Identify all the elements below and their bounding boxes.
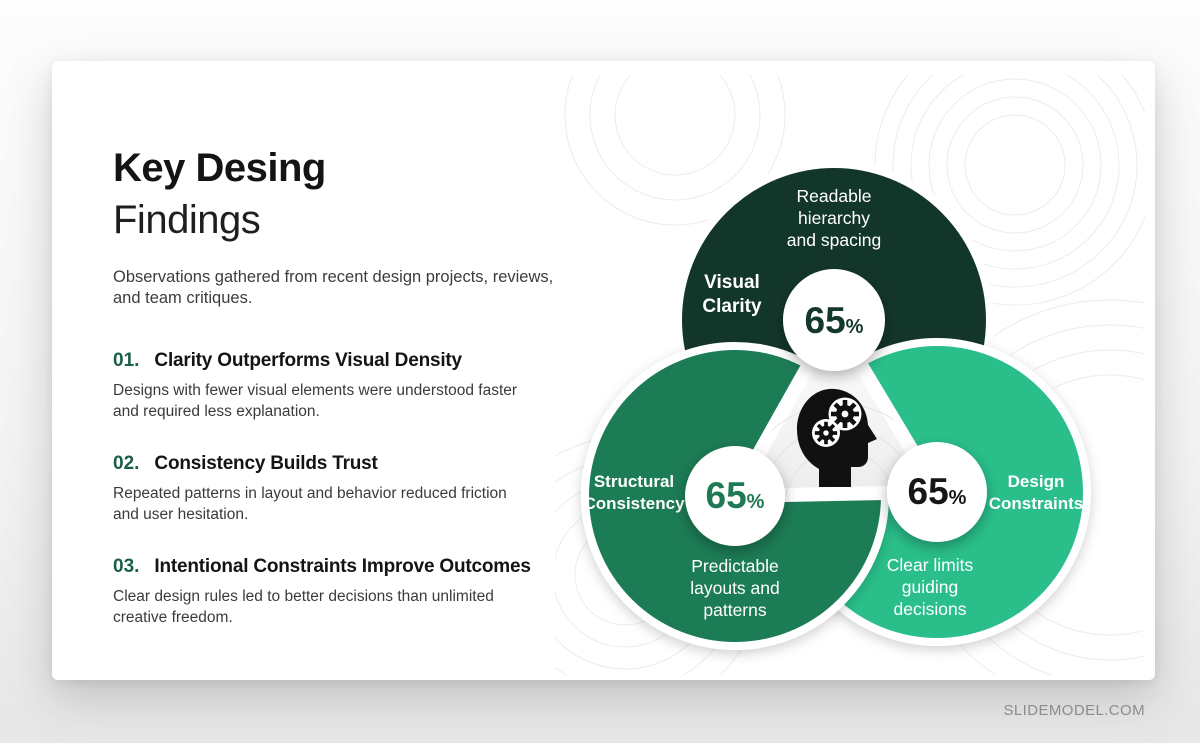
badge-visual-clarity: 65% <box>783 269 885 371</box>
finding-item-2: 02. Consistency Builds Trust Repeated pa… <box>113 453 613 525</box>
percent-sign: % <box>747 491 765 513</box>
slidemodel-watermark: SLIDEMODEL.COM <box>1003 702 1145 719</box>
finding-body: Repeated patterns in layout and behavior… <box>113 485 507 524</box>
svg-text:65%: 65% <box>805 300 864 341</box>
slide-header: Key Desing Findings Observations gathere… <box>113 146 613 310</box>
circle-name-line: Consistency <box>583 494 685 513</box>
circle-name-line: Constraints <box>989 494 1083 513</box>
finding-number: 03. <box>113 556 140 577</box>
finding-item-3: 03. Intentional Constraints Improve Outc… <box>113 556 613 628</box>
finding-number: 02. <box>113 453 140 474</box>
percent-value: 65 <box>706 475 747 516</box>
caption-line: patterns <box>703 600 766 620</box>
badge-design-constraints: 65% <box>887 442 987 542</box>
percent-value: 65 <box>805 300 846 341</box>
svg-text:65%: 65% <box>908 471 967 512</box>
venn-diagram: Readable hierarchy and spacing Visual Cl… <box>555 75 1145 675</box>
percent-sign: % <box>949 487 967 509</box>
caption-line: Predictable <box>691 556 779 576</box>
head-with-gears-icon <box>797 388 877 487</box>
slide: Key Desing Findings Observations gathere… <box>52 61 1155 680</box>
circle-name-line: Clarity <box>702 296 762 317</box>
finding-body: Designs with fewer visual elements were … <box>113 382 518 421</box>
finding-item-1: 01. Clarity Outperforms Visual Density D… <box>113 350 613 422</box>
finding-title: Clarity Outperforms Visual Density <box>154 350 462 371</box>
slide-title-bold: Key Desing <box>113 146 326 190</box>
finding-number: 01. <box>113 350 140 371</box>
finding-title: Intentional Constraints Improve Outcomes <box>154 556 531 577</box>
caption-line: guiding <box>902 577 958 597</box>
caption-line: layouts and <box>690 578 780 598</box>
caption-line: hierarchy <box>798 208 870 228</box>
badge-structural-consistency: 65% <box>685 446 785 546</box>
circle-name-line: Design <box>1008 472 1065 491</box>
caption-line: and spacing <box>787 230 881 250</box>
caption-line: Readable <box>797 186 872 206</box>
caption-line: decisions <box>894 599 967 619</box>
slide-title-light: Findings <box>113 197 261 242</box>
circle-name-line: Visual <box>704 272 760 293</box>
slide-subtitle: Observations gathered from recent design… <box>113 267 554 308</box>
finding-title: Consistency Builds Trust <box>154 453 378 474</box>
caption-line: Clear limits <box>887 555 974 575</box>
percent-value: 65 <box>908 471 949 512</box>
svg-text:65%: 65% <box>706 475 765 516</box>
percent-sign: % <box>846 316 864 338</box>
finding-body: Clear design rules led to better decisio… <box>113 588 494 627</box>
circle-name-line: Structural <box>594 472 674 491</box>
